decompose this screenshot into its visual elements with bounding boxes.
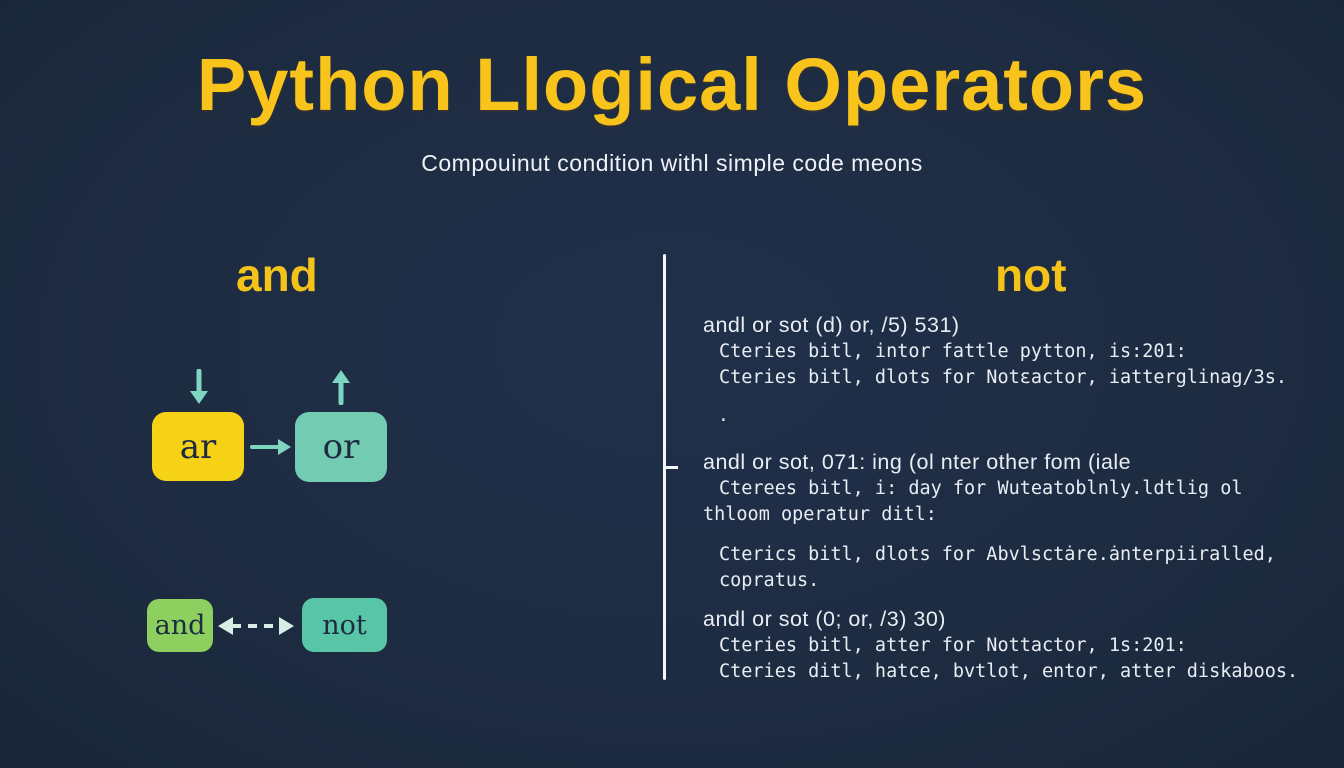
operator-box-label: not [322,609,367,641]
arrow-double-dashed-icon [217,612,295,645]
code-line: Cteries bitl, atter for Nottactor, 1s:20… [719,634,1187,656]
code-line: Cterics bitl, dlots for Abvlsctȧre.ȧnter… [719,543,1276,565]
code-block-header: andl or sot, 071: ing (ol nter other fom… [703,450,1132,474]
code-line: Cteries bitl, intor fattle pytton, is:20… [719,340,1187,362]
page-subtitle: Compouinut condition withl simple code m… [421,150,923,176]
code-line: Cteries ditl, hatce, bvtlot, entor, atte… [719,661,1299,682]
section-heading-and: and [236,249,318,301]
vertical-divider [663,254,678,680]
page-title: Python Llogical Operators [196,43,1148,126]
code-line: copratus. [719,570,820,591]
operator-box-label: ar [179,426,217,467]
code-line: Cterees bitl, i: day for Wuteatoblnly.ld… [719,477,1243,499]
code-line: thloom operatur ditl: [703,504,937,525]
operator-box-ar: ar [152,412,244,481]
arrow-up-icon [330,369,352,410]
operator-box-and: and [147,599,213,652]
code-block-1: andl or sot (d) or, /5) 531) Cteries bit… [703,312,1287,392]
section-heading-not: not [995,249,1067,301]
arrow-right-icon [250,436,292,463]
operator-box-not: not [302,598,387,652]
operator-box-label: and [154,610,206,641]
operator-box-or: or [295,412,387,482]
divider-tick [665,466,678,469]
code-block-header: andl or sot (d) or, /5) 531) [703,313,960,337]
operator-box-label: or [322,427,360,467]
code-block-header: andl or sot (0; or, /3) 30) [703,607,946,631]
arrow-down-icon [188,368,210,410]
code-block-3: andl or sot (0; or, /3) 30) Cteries bitl… [703,606,1298,686]
code-line: Cteries bitl, dlots for Notɛactor, iatte… [719,367,1288,388]
code-block-2: andl or sot, 071: ing (ol nter other fom… [703,449,1276,595]
stray-period: . [718,405,729,426]
